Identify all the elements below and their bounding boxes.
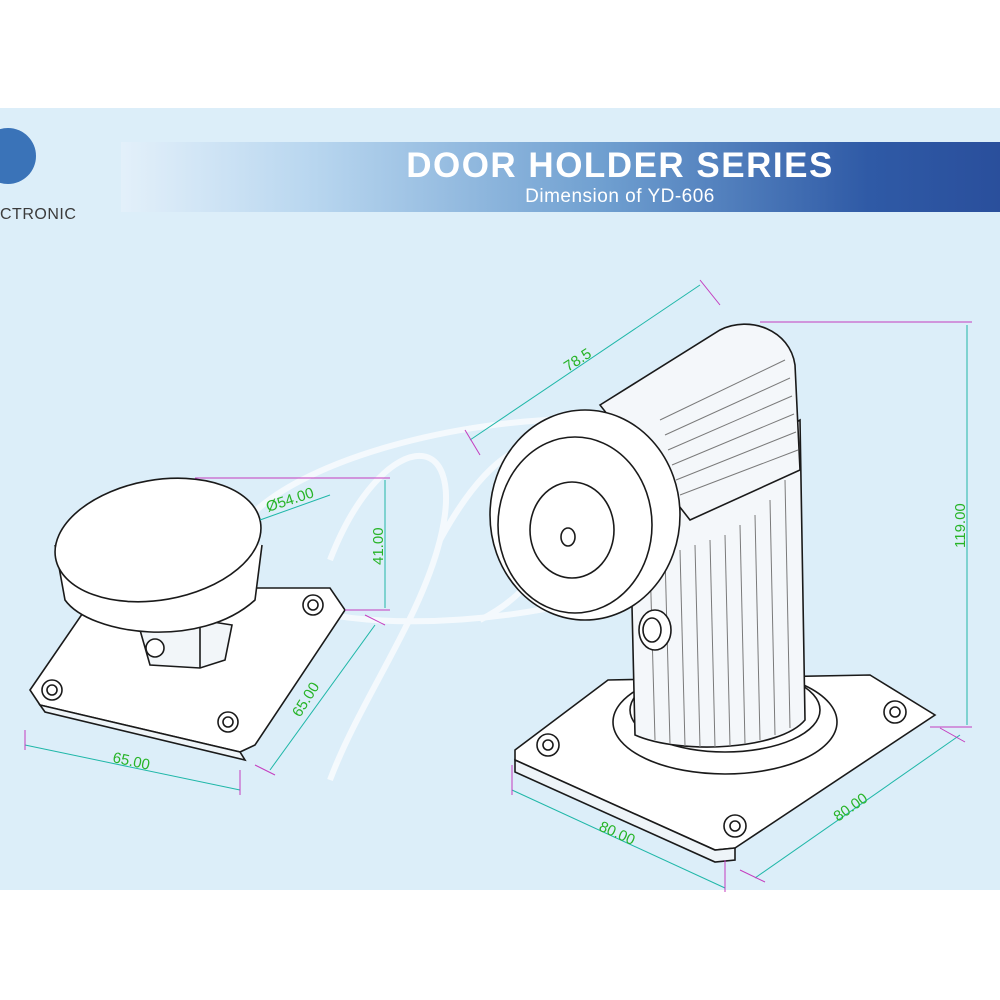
left-height-label: 41.00 xyxy=(370,527,387,565)
right-door-holder-outline xyxy=(489,323,937,863)
right-height-label: 119.00 xyxy=(952,503,969,548)
page-title: DOOR HOLDER SERIES xyxy=(406,146,834,185)
left-width-label: 65.00 xyxy=(111,749,151,773)
left-door-holder-outline xyxy=(29,477,346,762)
brand-name: CTRONIC xyxy=(0,206,77,223)
right-dimension-lines xyxy=(464,279,972,892)
page-subtitle: Dimension of YD-606 xyxy=(525,186,715,207)
right-depth-label: 80.00 xyxy=(831,790,872,825)
title-banner xyxy=(121,142,1000,212)
left-dimension-lines xyxy=(24,477,390,795)
right-reach-label: 78.5 xyxy=(561,345,595,375)
